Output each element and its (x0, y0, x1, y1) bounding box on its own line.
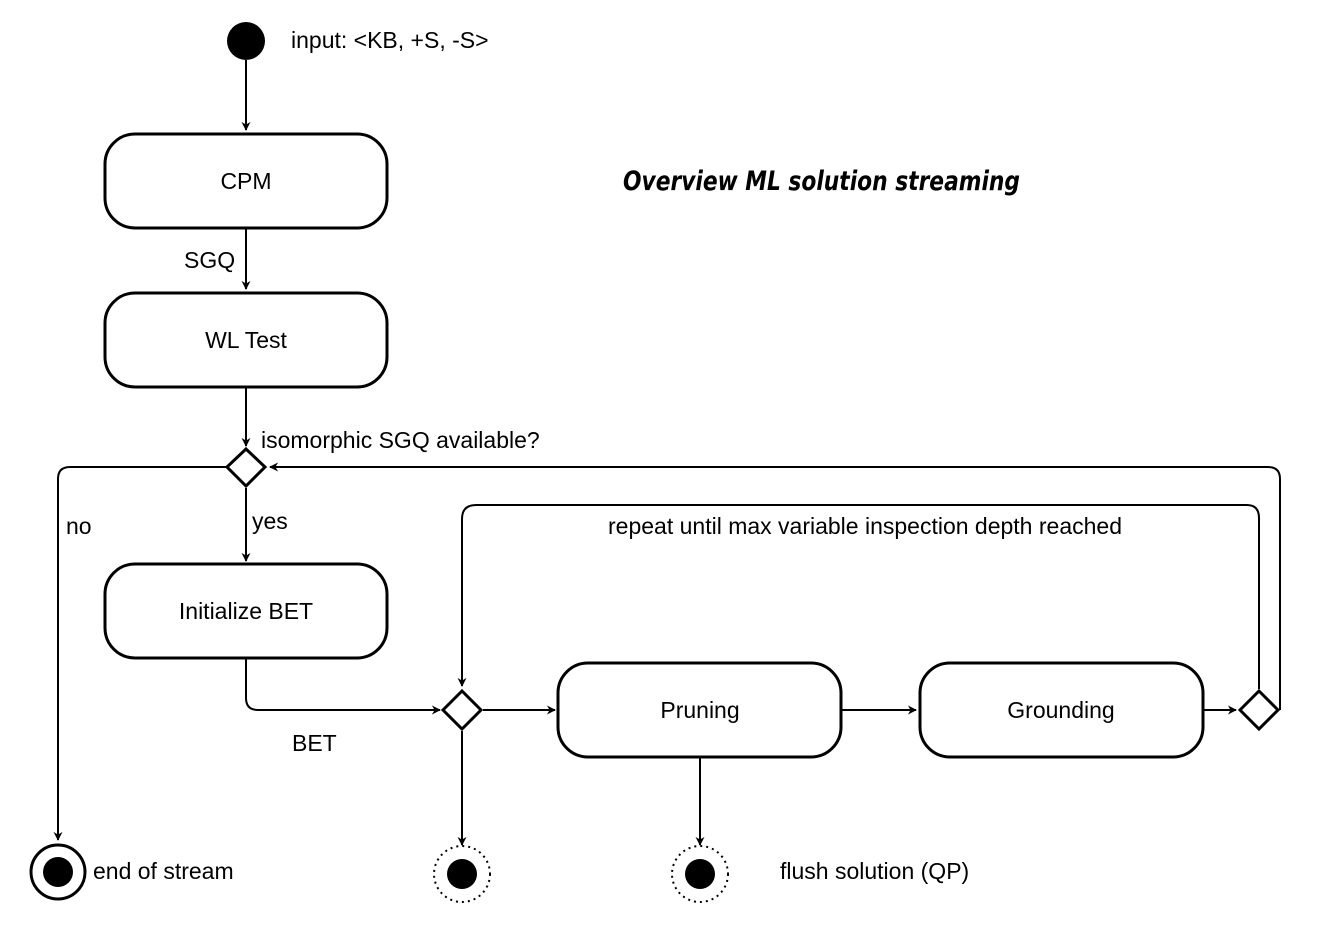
node-initialize-bet-label: Initialize BET (179, 598, 313, 624)
edge-label-yes: yes (252, 508, 288, 534)
flow-end-node (433, 845, 491, 903)
start-node (227, 22, 265, 60)
node-wl-test-label: WL Test (205, 327, 287, 353)
diagram-title: Overview ML solution streaming (623, 166, 1020, 197)
edge-label-sgq: SGQ (184, 247, 235, 273)
edge-decision-to-end-no (53, 466, 226, 841)
edge-init-bet-to-merge (245, 659, 441, 715)
node-cpm-label: CPM (220, 168, 271, 194)
node-pruning: Pruning (556, 661, 843, 759)
node-grounding-label: Grounding (1007, 697, 1114, 723)
node-pruning-label: Pruning (660, 697, 739, 723)
node-wl-test: WL Test (103, 291, 389, 389)
edge-label-isomorphic-question: isomorphic SGQ available? (261, 427, 540, 453)
flush-solution-label: flush solution (QP) (780, 858, 969, 884)
decision-isomorphic (224, 446, 268, 489)
flush-solution-node (671, 845, 729, 903)
edge-return-loop (269, 462, 1281, 710)
end-of-stream-label: end of stream (93, 858, 234, 884)
edge-repeat-loop (457, 504, 1260, 689)
end-of-stream-node (29, 843, 87, 901)
edge-label-no: no (66, 513, 92, 539)
node-initialize-bet: Initialize BET (103, 562, 389, 660)
loop-decision-diamond (1237, 688, 1281, 732)
node-cpm: CPM (103, 132, 389, 230)
edge-label-bet: BET (292, 730, 337, 756)
merge-diamond (440, 688, 484, 732)
node-grounding: Grounding (918, 661, 1205, 759)
edge-label-repeat: repeat until max variable inspection dep… (608, 513, 1122, 539)
input-label: input: <KB, +S, -S> (291, 27, 489, 53)
